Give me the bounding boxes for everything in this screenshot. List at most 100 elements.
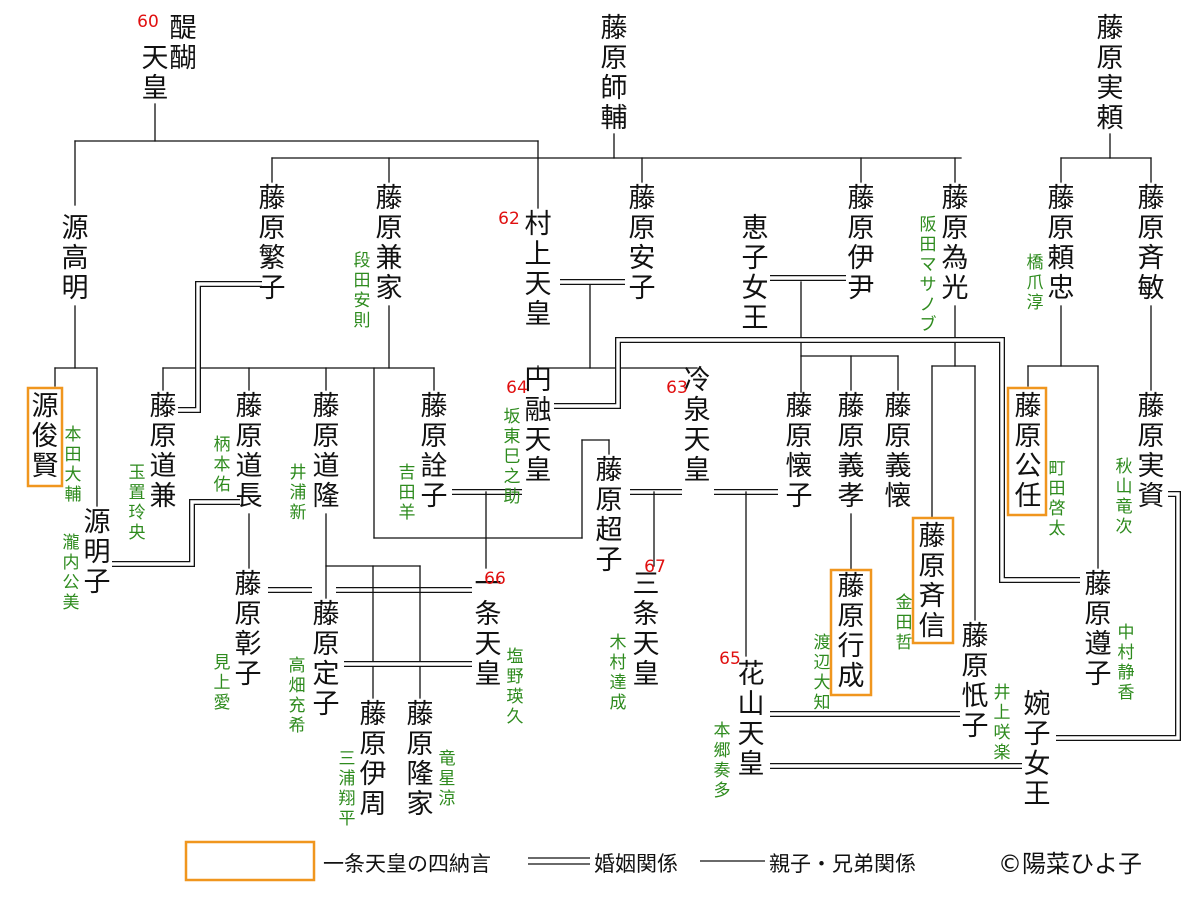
actor-name-char: 大 xyxy=(814,673,831,693)
person-name-char: 伊 xyxy=(848,243,875,274)
person-name-char: 藤 xyxy=(1097,13,1124,44)
actor-name-char: 大 xyxy=(65,465,82,485)
actor-name-char: 平 xyxy=(339,809,356,829)
actor-name-char: 央 xyxy=(129,523,146,543)
person-name-char: 原 xyxy=(885,421,912,452)
actor-name-char: 則 xyxy=(354,311,371,331)
actor-name-char: 町 xyxy=(1049,459,1066,479)
actor-name-char: 田 xyxy=(65,445,82,465)
actor-name-char: 村 xyxy=(1118,643,1135,663)
person-name-char: 原 xyxy=(786,421,813,452)
emperor-number: 63 xyxy=(666,378,688,398)
person-name-char: 原 xyxy=(1097,43,1124,74)
actor-name-char: 啓 xyxy=(1049,499,1066,519)
person-name-char: 恵 xyxy=(742,213,769,244)
legend-highlight-label: 一条天皇の四納言 xyxy=(323,852,491,876)
actor-name-char: 郷 xyxy=(714,741,731,761)
person-name-char: 実 xyxy=(1138,451,1165,482)
actor-name-char: 渡 xyxy=(814,633,831,653)
person-name-char: 藤 xyxy=(360,699,387,730)
person-name-char: 藤 xyxy=(1138,183,1165,214)
actor-name-char: 阪 xyxy=(920,215,937,235)
marriage-enyu-junshi-gap xyxy=(554,338,1080,582)
person-name-char: 王 xyxy=(742,303,769,334)
person-name-char: 詮 xyxy=(421,451,448,482)
person-name-char: 原 xyxy=(1138,213,1165,244)
person-name-char: 藤 xyxy=(838,391,865,422)
actor-name-char: 奏 xyxy=(714,761,731,781)
person-name-char: 原 xyxy=(376,213,403,244)
actor-name-char: 野 xyxy=(507,667,524,687)
emperor-number: 65 xyxy=(719,649,741,669)
actor-name-char: 佑 xyxy=(214,475,231,495)
actor-name-char: 本 xyxy=(214,455,231,475)
legend: 一条天皇の四納言 婚姻関係 親子・兄弟関係 ©陽菜ひよ子 xyxy=(184,840,1142,882)
emperor-number: 66 xyxy=(484,569,506,589)
person-name-char: 輔 xyxy=(601,103,628,134)
actor-name-char: 見 xyxy=(214,653,231,673)
person-name-char: 藤 xyxy=(1048,183,1075,214)
actor-name-char: 巳 xyxy=(504,447,521,467)
person-name-char: 一 xyxy=(475,569,502,600)
highlight-box xyxy=(829,568,873,697)
actor-name-char: 愛 xyxy=(214,693,231,713)
actor-name-char: 浦 xyxy=(290,483,307,503)
person-name-char: 任 xyxy=(1015,481,1042,512)
person-name-char: 山 xyxy=(738,689,765,720)
person-name-char: 原 xyxy=(235,599,262,630)
marriage-akiko-michinaga-gap xyxy=(112,500,240,566)
person-name-char: 敏 xyxy=(1138,273,1165,304)
actor-name-char: 東 xyxy=(504,427,521,447)
person-name-char: 醍 xyxy=(170,13,197,44)
person-name-char: 藤 xyxy=(596,455,623,486)
person-name-char: 藤 xyxy=(962,621,989,652)
person-name-char: 女 xyxy=(742,273,769,304)
person-name-char: 天 xyxy=(475,629,502,660)
person-name-char: 村 xyxy=(525,209,552,240)
person-name-char: 資 xyxy=(1138,481,1165,512)
person-name-char: 婉 xyxy=(1024,689,1051,720)
person-name-char: 皇 xyxy=(475,659,502,690)
actor-name-char: 瑛 xyxy=(507,687,524,707)
actor-name-char: 山 xyxy=(1116,477,1133,497)
person-name-char: 行 xyxy=(838,631,865,662)
actor-name-char: 哲 xyxy=(896,633,913,653)
legend-highlight-swatch xyxy=(184,840,316,882)
actor-name-char: 田 xyxy=(354,271,371,291)
person-name-char: 義 xyxy=(838,451,865,482)
person-name-char: 上 xyxy=(525,239,552,270)
actor-name-char: 上 xyxy=(214,673,231,693)
person-name-char: 子 xyxy=(313,689,340,720)
person-name-char: 義 xyxy=(885,451,912,482)
actor-name-char: 畑 xyxy=(289,676,306,696)
person-name-char: 家 xyxy=(376,273,403,304)
actor-name-char: サ xyxy=(920,275,937,295)
person-name-char: 藤 xyxy=(942,183,969,214)
actor-name-char: 内 xyxy=(63,553,80,573)
person-name-char: 原 xyxy=(259,213,286,244)
person-name-char: 家 xyxy=(407,789,434,820)
actor-name-char: 次 xyxy=(1116,517,1133,537)
actor-name-char: 咲 xyxy=(994,723,1011,743)
person-name-char: 藤 xyxy=(407,699,434,730)
person-takaakira: 源高明 xyxy=(62,213,89,304)
actor-name-char: 之 xyxy=(504,467,521,487)
person-name-char: 藤 xyxy=(313,599,340,630)
emperor-number: 62 xyxy=(498,209,520,229)
person-name-char: 遵 xyxy=(1085,629,1112,660)
actor-name-char: 玲 xyxy=(129,503,146,523)
person-name-char: 懐 xyxy=(885,481,912,512)
